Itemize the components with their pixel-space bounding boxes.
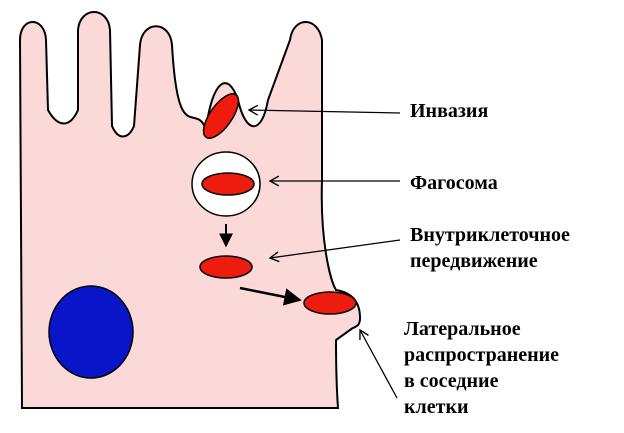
label-intracellular-line1: Внутриклеточное xyxy=(410,222,570,248)
label-lateral-line2: распространение xyxy=(404,342,559,368)
label-lateral-line1: Латеральное xyxy=(404,316,559,342)
pointer-lateral xyxy=(360,330,397,398)
bacterium-in-phagosome xyxy=(202,173,254,195)
label-phagosome: Фагосома xyxy=(410,170,498,196)
label-lateral-line3: в соседние xyxy=(404,368,559,394)
label-invasion: Инвазия xyxy=(410,98,488,124)
label-invasion-text: Инвазия xyxy=(410,100,488,122)
label-intracellular-line2: передвижение xyxy=(410,248,570,274)
label-phagosome-text: Фагосома xyxy=(410,172,498,194)
bacterium-spreading xyxy=(304,292,356,314)
nucleus xyxy=(49,286,133,378)
label-intracellular-movement: Внутриклеточное передвижение xyxy=(410,222,570,274)
label-lateral-spread: Латеральное распространение в соседние к… xyxy=(404,316,559,420)
label-lateral-line4: клетки xyxy=(404,394,559,420)
bacterium-moving xyxy=(200,256,252,278)
